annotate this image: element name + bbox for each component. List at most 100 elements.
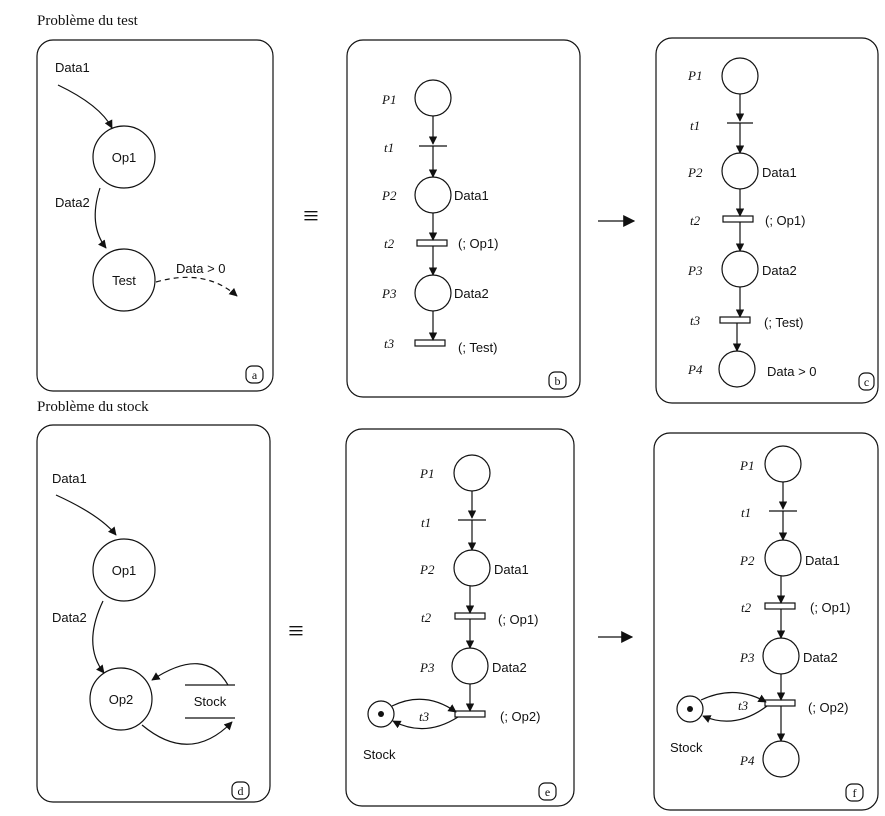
- panel-f-arc-stock-t3: [700, 691, 767, 703]
- panel-b-data1-label: Data1: [454, 188, 489, 203]
- panel-c-data1-label: Data1: [762, 165, 797, 180]
- panel-e-p3-label: P3: [419, 660, 435, 675]
- panel-a-op1-label: Op1: [112, 150, 137, 165]
- panel-e-op1-label: (; Op1): [498, 612, 538, 627]
- panel-b-tag-box: [548, 371, 567, 390]
- panel-a-data2-label: Data2: [55, 195, 90, 210]
- panel-d-data1-label: Data1: [52, 471, 87, 486]
- panel-d: Data1 Op1 Data2 Op2 Stock d: [36, 424, 271, 803]
- panel-b-t3-transition: [414, 339, 446, 347]
- panel-c-p4-place: [718, 350, 756, 388]
- panel-a-op1-node: [92, 125, 156, 189]
- panel-a-data1-label: Data1: [55, 60, 90, 75]
- panel-c-cond-label: Data > 0: [767, 364, 817, 379]
- panel-a: Data1 Op1 Data2 Test Data > 0 a: [36, 39, 274, 392]
- panel-e: P1 t1 P2 Data1 t2 (; Op1) P3 Data2 t3 (;…: [345, 428, 575, 807]
- panel-e-p1-label: P1: [419, 466, 434, 481]
- panel-e-t2-label: t2: [421, 610, 432, 625]
- panel-f-stock-place: [676, 695, 704, 723]
- panel-f-tag: f: [853, 786, 857, 800]
- equiv-symbol-bottom: ≡: [288, 616, 304, 647]
- panel-d-data2-label: Data2: [52, 610, 87, 625]
- panel-e-data1-label: Data1: [494, 562, 529, 577]
- panel-f-p1-label: P1: [739, 458, 754, 473]
- panel-f-p2-place: [764, 539, 802, 577]
- panel-c-tag: c: [864, 375, 869, 389]
- panel-d-op1-label: Op1: [112, 563, 137, 578]
- panel-b-p1-label: P1: [381, 92, 396, 107]
- panel-f-arc-t3-stock: [702, 705, 768, 723]
- panel-f-p4-label: P4: [739, 753, 755, 768]
- panel-f-frame: [653, 432, 879, 811]
- panel-f-t2-label: t2: [741, 600, 752, 615]
- panel-d-op2-label: Op2: [109, 692, 134, 707]
- panel-f-p3-place: [762, 637, 800, 675]
- panel-c-p2-label: P2: [687, 165, 703, 180]
- panel-d-arrow-data1: [55, 494, 117, 536]
- panel-e-t3-label: t3: [419, 709, 430, 724]
- panel-c-test-label: (; Test): [764, 315, 804, 330]
- panel-e-arc-t3-stock: [392, 716, 459, 730]
- panel-b-t2-label: t2: [384, 236, 395, 251]
- equiv-symbol-top: ≡: [303, 201, 319, 232]
- panel-f-data1-label: Data1: [805, 553, 840, 568]
- panel-e-stock-label: Stock: [363, 747, 396, 762]
- panel-c-p2-place: [721, 152, 759, 190]
- panel-f-p4-place: [762, 740, 800, 778]
- panel-b-data2-label: Data2: [454, 286, 489, 301]
- panel-f-p2-label: P2: [739, 553, 755, 568]
- panel-f-t1-label: t1: [741, 505, 751, 520]
- panel-c-p1-place: [721, 57, 759, 95]
- panel-f: P1 t1 P2 Data1 t2 (; Op1) P3 Data2 t3 (;…: [653, 432, 879, 811]
- panel-d-arrow-op2-to-stock: [141, 721, 233, 745]
- panel-c-t3-transition: [719, 316, 751, 324]
- panel-a-frame: [36, 39, 274, 392]
- panel-c-op1-label: (; Op1): [765, 213, 805, 228]
- panel-f-t3-label: t3: [738, 698, 749, 713]
- panel-d-arrow-data2: [92, 600, 105, 674]
- panel-f-t3-transition: [764, 699, 796, 707]
- panel-c-p4-label: P4: [687, 362, 703, 377]
- panel-a-arrow-data2: [94, 187, 107, 249]
- panel-e-op2-label: (; Op2): [500, 709, 540, 724]
- panel-c-p1-label: P1: [687, 68, 702, 83]
- panel-f-p1-place: [764, 445, 802, 483]
- panel-a-test-label: Test: [112, 273, 136, 288]
- panel-e-tag-box: [538, 782, 557, 801]
- panel-a-arrow-cond: [155, 276, 238, 297]
- panel-c-t1-label: t1: [690, 118, 700, 133]
- panel-b-test-label: (; Test): [458, 340, 498, 355]
- panel-f-op1-label: (; Op1): [810, 600, 850, 615]
- panel-c-t2-label: t2: [690, 213, 701, 228]
- panel-e-data2-label: Data2: [492, 660, 527, 675]
- panel-e-t3-transition: [454, 710, 486, 718]
- panel-d-arrow-stock-to-op2: [151, 663, 229, 686]
- panel-e-p2-place: [453, 549, 491, 587]
- panel-d-frame: [36, 424, 271, 803]
- panel-b-p3-label: P3: [381, 286, 397, 301]
- panel-e-frame: [345, 428, 575, 807]
- panel-c-data2-label: Data2: [762, 263, 797, 278]
- panel-e-p1-place: [453, 454, 491, 492]
- panel-e-stock-place: [367, 700, 395, 728]
- panel-f-op2-label: (; Op2): [808, 700, 848, 715]
- panel-e-p2-label: P2: [419, 562, 435, 577]
- panel-d-op1-node: [92, 538, 156, 602]
- panel-b-p2-place: [414, 176, 452, 214]
- panel-d-stock-label: Stock: [194, 694, 227, 709]
- panel-f-p3-label: P3: [739, 650, 755, 665]
- panel-c-t2-transition: [722, 215, 754, 223]
- panel-f-t2-transition: [764, 602, 796, 610]
- section-title-test: Problème du test: [37, 13, 139, 29]
- panel-e-stock-token: [378, 711, 384, 717]
- panel-d-tag: d: [238, 784, 244, 798]
- panel-e-p3-place: [451, 647, 489, 685]
- panel-c-tag-box: [858, 372, 875, 391]
- panel-f-stock-token: [687, 706, 693, 712]
- panel-e-arc-stock-t3: [391, 698, 457, 713]
- panel-a-tag-box: [245, 365, 264, 384]
- panel-f-tag-box: [845, 783, 864, 802]
- panel-b-op1-label: (; Op1): [458, 236, 498, 251]
- panel-c-p3-label: P3: [687, 263, 703, 278]
